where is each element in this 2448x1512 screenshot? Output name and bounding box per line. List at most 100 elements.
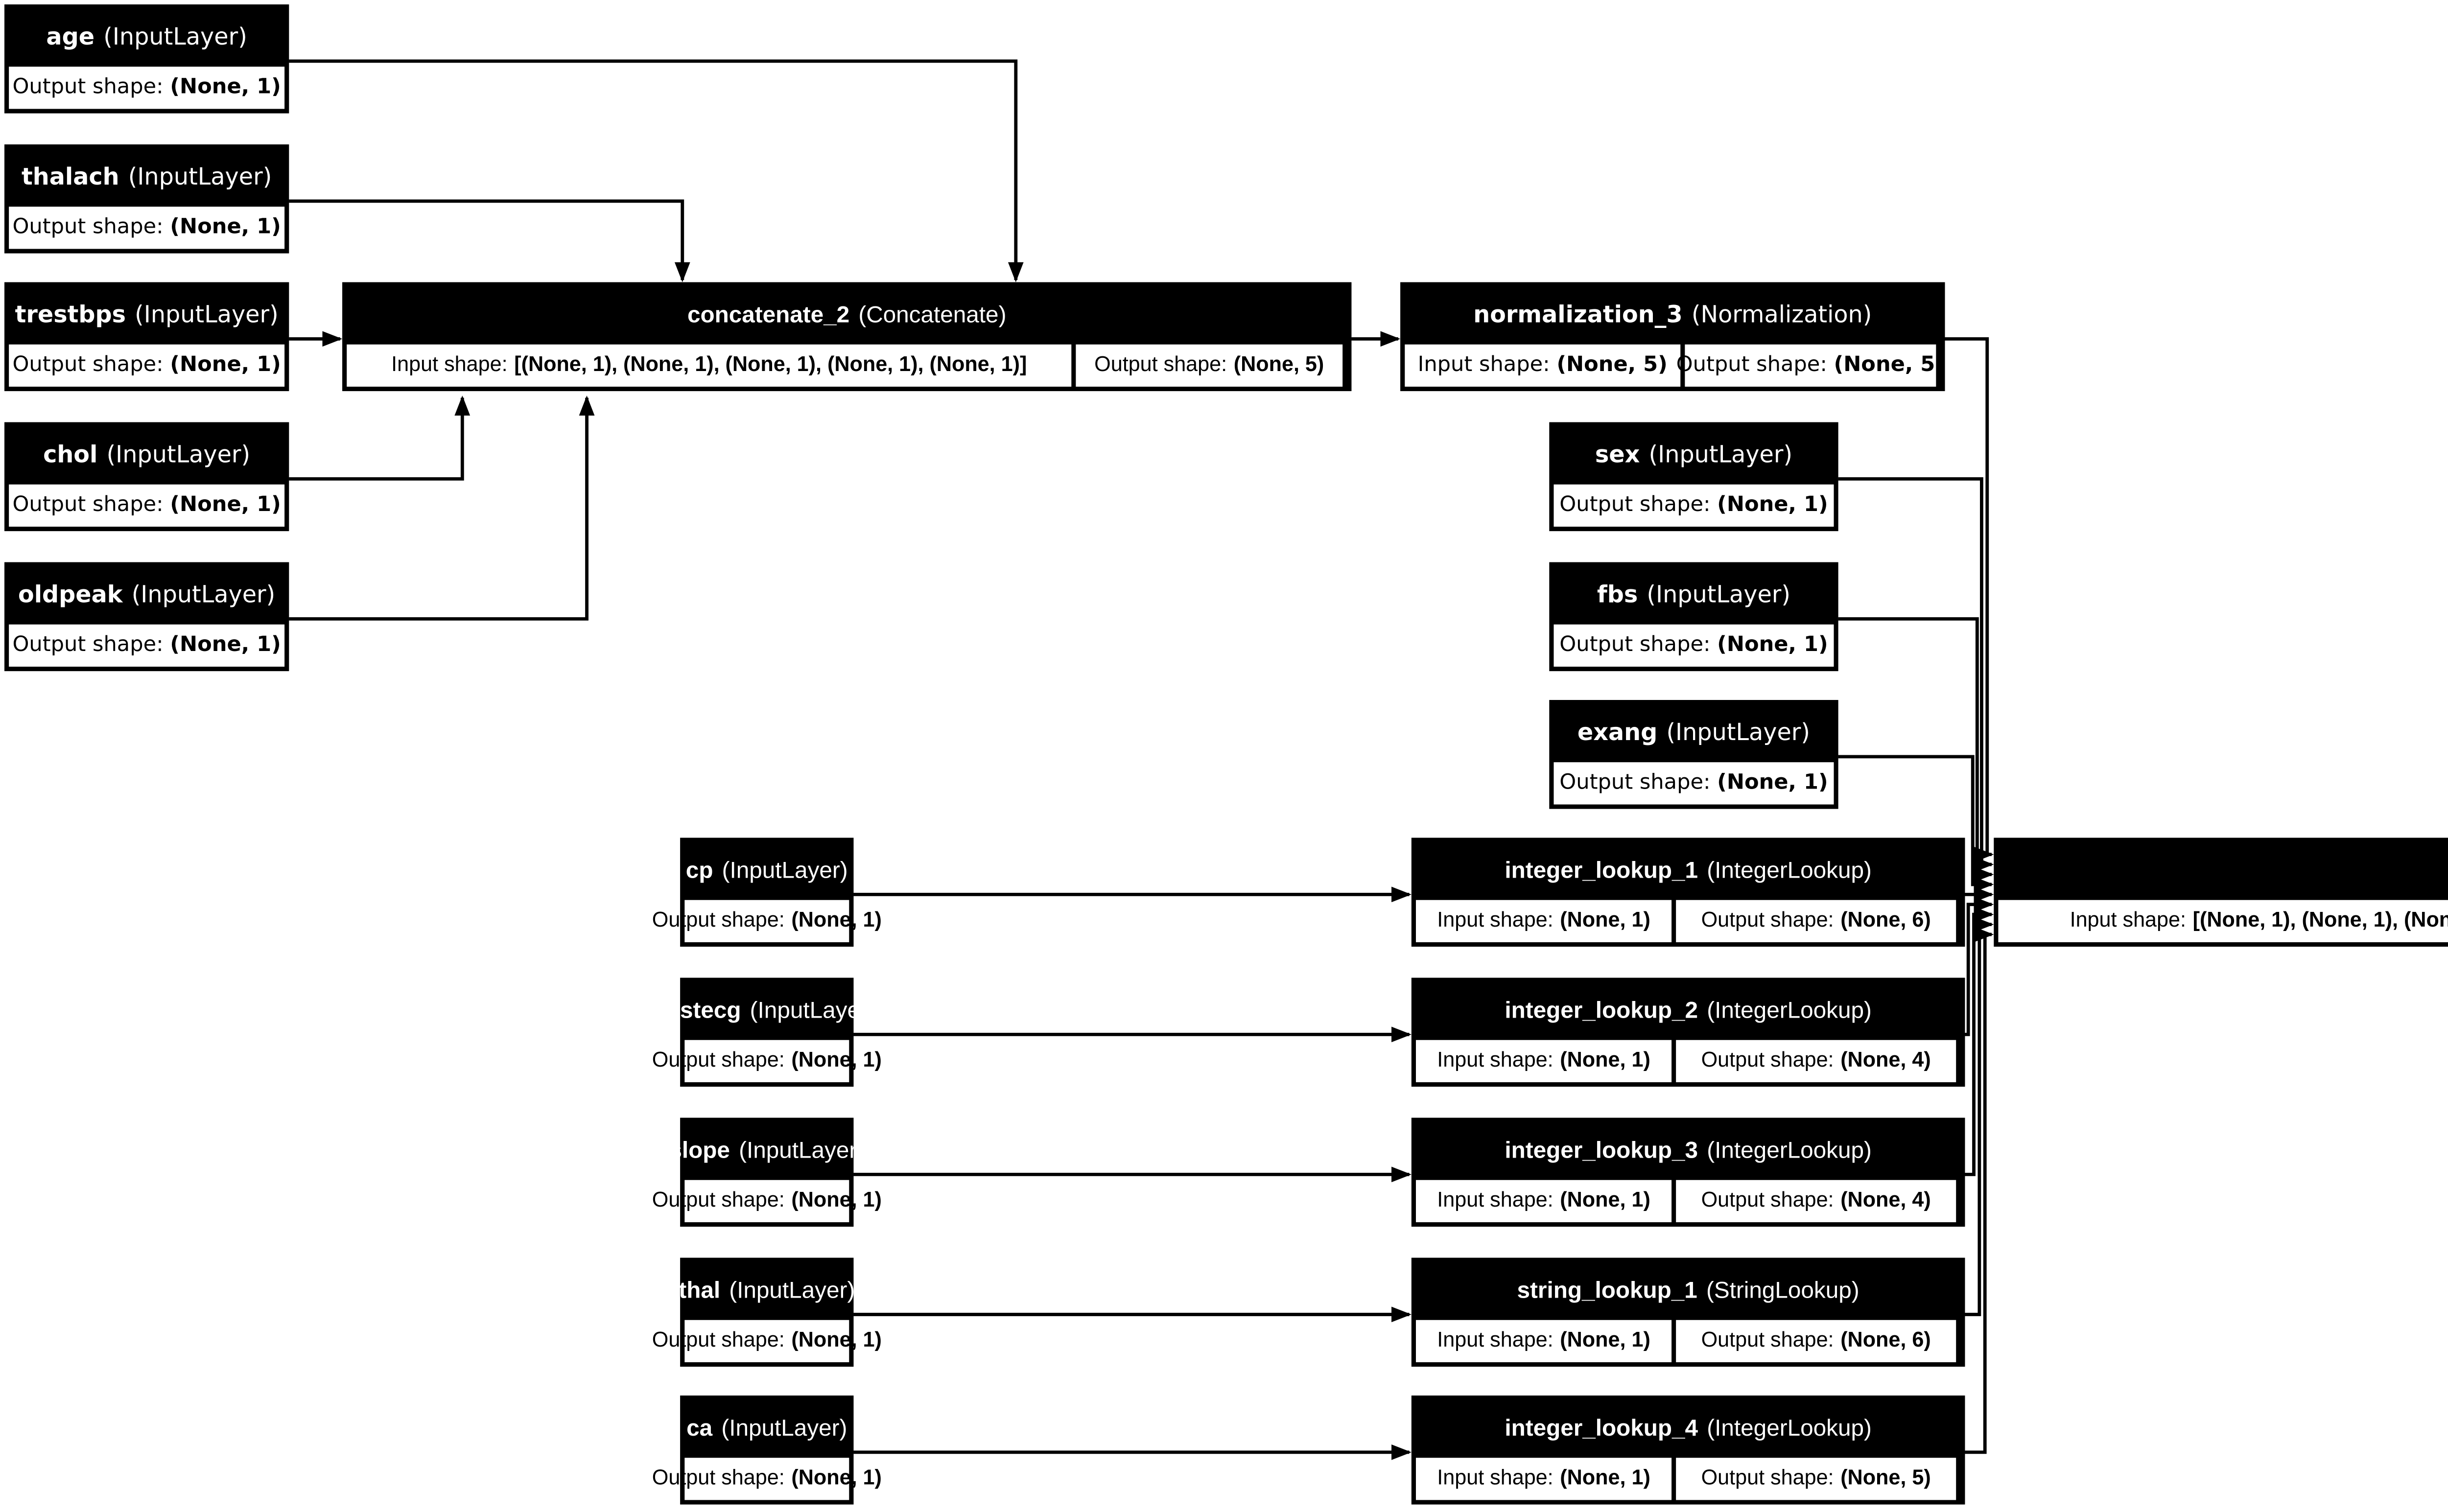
- edge-normalization_3-to-concatenate_3: [1945, 337, 1994, 862]
- layer-node-header: restecg(InputLayer): [658, 982, 876, 1040]
- layer-type: (IntegerLookup): [1707, 858, 1872, 884]
- layer-type: (InputLayer): [1648, 442, 1793, 469]
- layer-type: (InputLayer): [721, 1415, 847, 1442]
- layer-node-string_lookup_1: string_lookup_1(StringLookup)Input shape…: [1411, 1257, 1965, 1367]
- shape-cells: Output shape:(None, 1): [652, 1180, 882, 1222]
- layer-node-concatenate_2: concatenate_2(Concatenate)Input shape:[(…: [342, 282, 1352, 392]
- shape-label: Output shape:: [12, 353, 164, 378]
- layer-type: (InputLayer): [128, 164, 272, 191]
- layer-node-header: age(InputLayer): [9, 9, 284, 67]
- layer-type: (IntegerLookup): [1707, 1138, 1872, 1164]
- layer-node-sex: sex(InputLayer)Output shape:(None, 1): [1549, 422, 1838, 532]
- shape-cell: Input shape:(None, 1): [1415, 1040, 1672, 1082]
- shape-value: (None, 5): [1834, 353, 1945, 378]
- shape-cells: Output shape:(None, 1): [9, 484, 285, 527]
- shape-cells: Output shape:(None, 1): [652, 900, 882, 942]
- shape-label: Output shape:: [1559, 633, 1711, 658]
- shape-cell: Input shape:[(None, 1), (None, 1), (None…: [347, 344, 1072, 387]
- layer-node-chol: chol(InputLayer)Output shape:(None, 1): [4, 422, 289, 532]
- shape-cells: Input shape:[(None, 1), (None, 1), (None…: [1998, 900, 2448, 942]
- layer-type: (InputLayer): [722, 858, 848, 884]
- shape-cells: Output shape:(None, 1): [9, 67, 285, 109]
- layer-node-header: exang(InputLayer): [1554, 704, 1834, 762]
- layer-name: cp: [685, 858, 713, 884]
- shape-label: Output shape:: [1676, 353, 1827, 378]
- layer-node-exang: exang(InputLayer)Output shape:(None, 1): [1549, 700, 1838, 809]
- edge-integer_lookup_4-to-concatenate_3: [1965, 927, 1994, 1454]
- layer-node-header: ca(InputLayer): [684, 1400, 849, 1458]
- shape-value: (None, 1): [170, 75, 281, 100]
- layer-node-trestbps: trestbps(InputLayer)Output shape:(None, …: [4, 282, 289, 392]
- shape-cell: Output shape:(None, 5): [1076, 344, 1343, 387]
- layer-node-header: trestbps(InputLayer): [9, 287, 284, 345]
- shape-label: Input shape:: [1437, 1466, 1554, 1491]
- layer-name: age: [46, 24, 95, 51]
- layer-node-header: concatenate_2(Concatenate): [347, 287, 1347, 345]
- shape-cell: Output shape:(None, 1): [652, 900, 882, 942]
- layer-name: integer_lookup_4: [1505, 1415, 1698, 1442]
- shape-cells: Input shape:(None, 1)Output shape:(None,…: [1415, 1180, 1960, 1222]
- shape-value: (None, 1): [791, 908, 882, 933]
- layer-node-oldpeak: oldpeak(InputLayer)Output shape:(None, 1…: [4, 562, 289, 672]
- layer-node-header: cp (InputLayer): [684, 842, 849, 900]
- layer-node-header: slope(InputLayer): [669, 1122, 865, 1180]
- shape-label: Output shape:: [1559, 493, 1711, 518]
- layer-node-header: integer_lookup_1 (IntegerLookup): [1416, 842, 1960, 900]
- shape-label: Output shape:: [1701, 1188, 1834, 1213]
- shape-cells: Output shape:(None, 1): [9, 207, 285, 249]
- shape-value: (None, 1): [791, 1188, 882, 1213]
- shape-cells: Output shape:(None, 1): [9, 624, 285, 667]
- layer-node-integer_lookup_3: integer_lookup_3(IntegerLookup)Input sha…: [1411, 1117, 1965, 1227]
- layer-type: (InputLayer): [1647, 582, 1790, 609]
- shape-label: Input shape:: [1437, 1328, 1554, 1353]
- shape-value: (None, 1): [1560, 1466, 1650, 1491]
- shape-cells: Output shape:(None, 1): [652, 1040, 882, 1082]
- edge-integer_lookup_3-to-concatenate_3: [1965, 907, 1994, 1176]
- layer-type: (InputLayer): [729, 1278, 855, 1304]
- shape-cell: Input shape:(None, 1): [1415, 1458, 1672, 1500]
- layer-name: thalach: [21, 164, 119, 191]
- shape-cell: Input shape:(None, 1): [1415, 900, 1672, 942]
- shape-label: Output shape:: [652, 1188, 785, 1213]
- shape-label: Output shape:: [1701, 1328, 1834, 1353]
- shape-label: Input shape:: [1437, 1188, 1554, 1213]
- shape-cells: Output shape:(None, 1): [652, 1320, 882, 1363]
- shape-cells: Output shape:(None, 1): [9, 344, 285, 387]
- shape-cells: Input shape:(None, 1)Output shape:(None,…: [1415, 1040, 1960, 1082]
- shape-cell: Output shape:(None, 4): [1676, 1040, 1956, 1082]
- layer-name: slope: [669, 1138, 730, 1164]
- shape-value: (None, 1): [1560, 1328, 1650, 1353]
- layer-node-header: fbs (InputLayer): [1554, 567, 1834, 625]
- layer-node-slope: slope(InputLayer)Output shape:(None, 1): [652, 1117, 882, 1227]
- shape-value: (None, 1): [791, 1328, 882, 1353]
- shape-cell: Output shape:(None, 5): [1676, 1458, 1956, 1500]
- layer-node-normalization_3: normalization_3(Normalization)Input shap…: [1400, 282, 1945, 392]
- layer-type: (IntegerLookup): [1707, 998, 1872, 1024]
- layer-name: string_lookup_1: [1517, 1278, 1697, 1304]
- shape-value: (None, 1): [791, 1466, 882, 1491]
- shape-cell: Input shape:(None, 5): [1405, 344, 1681, 387]
- edge-oldpeak-to-concatenate_2: [289, 395, 595, 621]
- edge-fbs-to-concatenate_3: [1838, 617, 1994, 883]
- shape-cells: Input shape:(None, 1)Output shape:(None,…: [1415, 900, 1960, 942]
- layer-type: (InputLayer): [1666, 720, 1810, 747]
- edge-string_lookup_1-to-concatenate_3: [1965, 916, 1994, 1316]
- shape-cell: Output shape:(None, 1): [9, 67, 285, 109]
- layer-node-age: age(InputLayer)Output shape:(None, 1): [4, 4, 289, 114]
- shape-label: Output shape:: [1701, 908, 1834, 933]
- shape-cell: Output shape:(None, 6): [1676, 900, 1956, 942]
- layer-name: trestbps: [15, 302, 126, 329]
- layer-name: oldpeak: [18, 582, 123, 609]
- shape-label: Output shape:: [1559, 771, 1711, 796]
- shape-cell: Output shape:(None, 1): [9, 624, 285, 667]
- shape-value: [(None, 1), (None, 1), (None, 1), (None,…: [2192, 908, 2448, 933]
- layer-node-header: sex(InputLayer): [1554, 427, 1834, 485]
- shape-cell: Output shape:(None, 1): [1554, 762, 1834, 805]
- shape-value: (None, 5): [1556, 353, 1668, 378]
- layer-name: fbs: [1597, 582, 1638, 609]
- layer-name: integer_lookup_1: [1505, 858, 1698, 884]
- layer-node-cp: cp (InputLayer) Output shape:(None, 1): [652, 837, 882, 947]
- shape-label: Input shape:: [1417, 353, 1550, 378]
